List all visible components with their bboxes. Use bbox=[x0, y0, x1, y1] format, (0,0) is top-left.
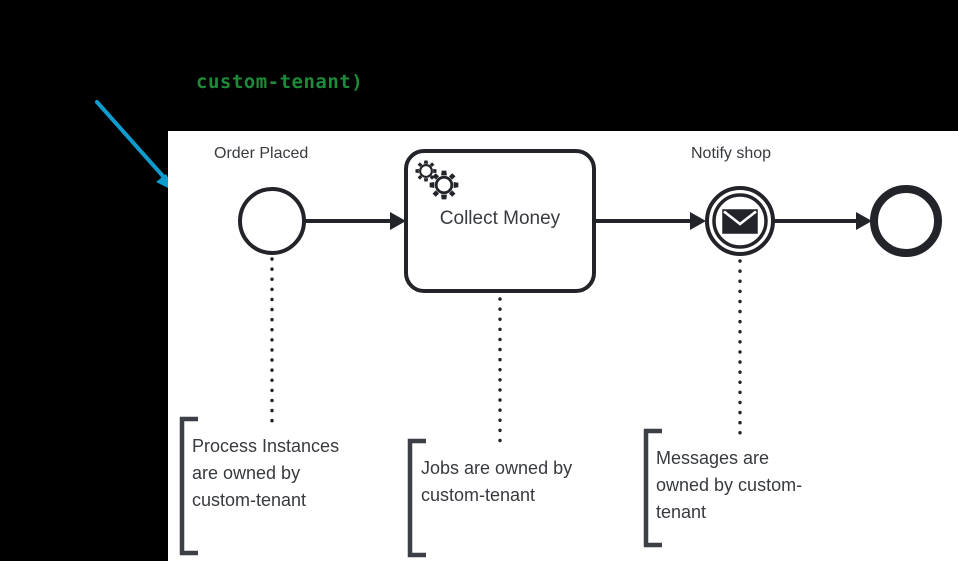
sequence-flow-task-to-message bbox=[594, 212, 706, 230]
annotation-label-process-instances: Process Instances are owned by custom-te… bbox=[192, 436, 340, 510]
terminal-code-text: custom-tenant) bbox=[196, 71, 364, 93]
service-task-label: Collect Money bbox=[439, 208, 561, 229]
arrow-shaft bbox=[95, 100, 172, 186]
annotation-label-messages: Messages are owned by custom-tenant bbox=[656, 448, 803, 522]
start-event-circle[interactable] bbox=[238, 187, 306, 255]
bpmn-diagram-panel: Order Placed Collect Money Notify shop P… bbox=[168, 131, 958, 561]
annotation-bracket-1 bbox=[407, 438, 426, 558]
sequence-flow-message-to-end bbox=[774, 212, 872, 230]
bpmn-canvas bbox=[179, 149, 942, 558]
annotation-bracket-2 bbox=[643, 428, 662, 548]
annotation-bracket-0 bbox=[179, 416, 198, 556]
message-event-shape[interactable] bbox=[705, 186, 775, 256]
end-event-circle[interactable] bbox=[870, 185, 942, 257]
gears-icon bbox=[415, 160, 459, 200]
start-event-label: Order Placed bbox=[214, 145, 309, 162]
message-event-label: Notify shop bbox=[691, 145, 772, 162]
annotation-label-jobs: Jobs are owned by custom-tenant bbox=[421, 458, 573, 505]
envelope-icon bbox=[722, 209, 758, 234]
sequence-flow-start-to-task bbox=[304, 212, 406, 230]
